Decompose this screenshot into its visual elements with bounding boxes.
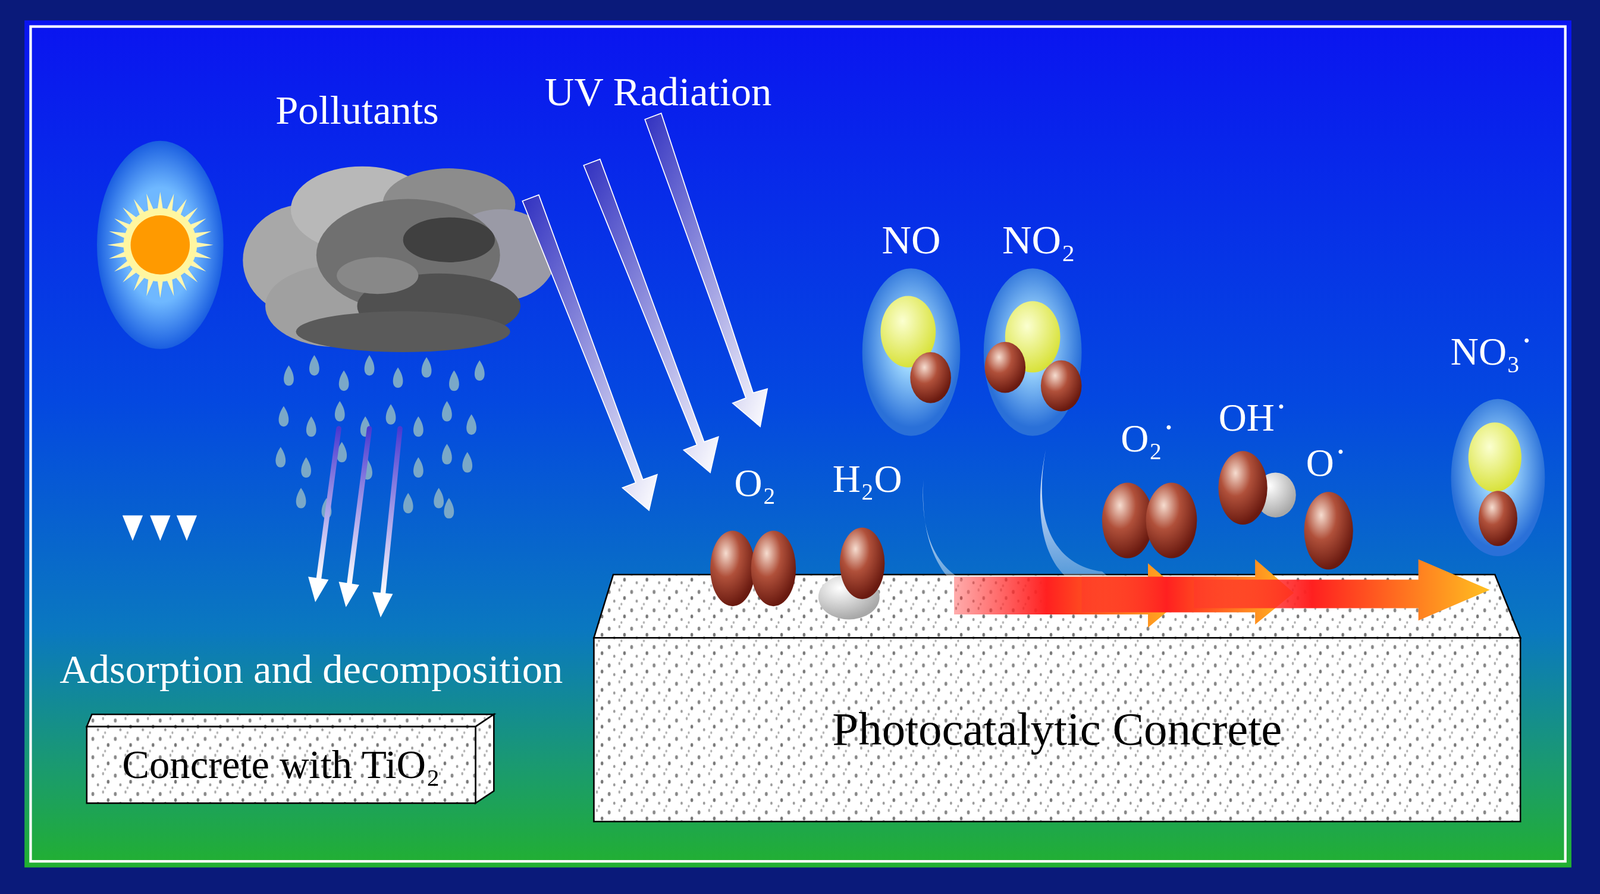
rain-drop xyxy=(466,414,477,435)
rain-drop xyxy=(309,355,320,376)
process-label: Adsorption and decomposition xyxy=(59,648,563,690)
rain-drop xyxy=(393,367,404,388)
concrete-slab: Photocatalytic Concrete xyxy=(593,637,1521,822)
rain-drop xyxy=(300,457,312,478)
rain-drop xyxy=(275,447,286,468)
heading-label: UV Radiation xyxy=(544,71,773,113)
radical-label: O₂˙ xyxy=(1120,419,1176,458)
rain-drop xyxy=(421,357,432,378)
molecule-label: O₂ xyxy=(734,464,777,504)
rain-drop xyxy=(364,355,375,376)
rain-drop xyxy=(386,403,397,425)
molecule-label: NO₂ xyxy=(1002,219,1076,261)
box-label: Photocatalytic Concrete xyxy=(832,706,1282,754)
rain-drop xyxy=(413,457,424,478)
radical-label: O˙ xyxy=(1306,443,1348,483)
rain-drop xyxy=(306,416,317,437)
rain-drop xyxy=(413,416,424,437)
molecule-label: H₂O xyxy=(832,460,903,500)
radical-label: OH˙ xyxy=(1218,399,1288,438)
rain-drop xyxy=(449,370,460,391)
rain-drop xyxy=(339,370,350,391)
rain-drop xyxy=(283,365,294,386)
rain-drop xyxy=(433,487,444,508)
concrete-block: Concrete with TiO₂ xyxy=(86,726,476,803)
rain-drop xyxy=(443,497,454,519)
rain-drop xyxy=(278,406,290,427)
rain-drop xyxy=(296,487,307,508)
rain-drop xyxy=(403,493,414,514)
molecule-label: NO₃˙ xyxy=(1450,332,1534,372)
rain-drop xyxy=(441,400,453,422)
rain-drop xyxy=(474,360,485,381)
rain-drop xyxy=(334,400,345,422)
box-label: Concrete with TiO₂ xyxy=(121,744,441,786)
molecule-label: NO xyxy=(881,219,941,261)
heading-label: Pollutants xyxy=(275,89,439,131)
rain-drop xyxy=(441,443,453,464)
rain-drop xyxy=(462,452,473,473)
